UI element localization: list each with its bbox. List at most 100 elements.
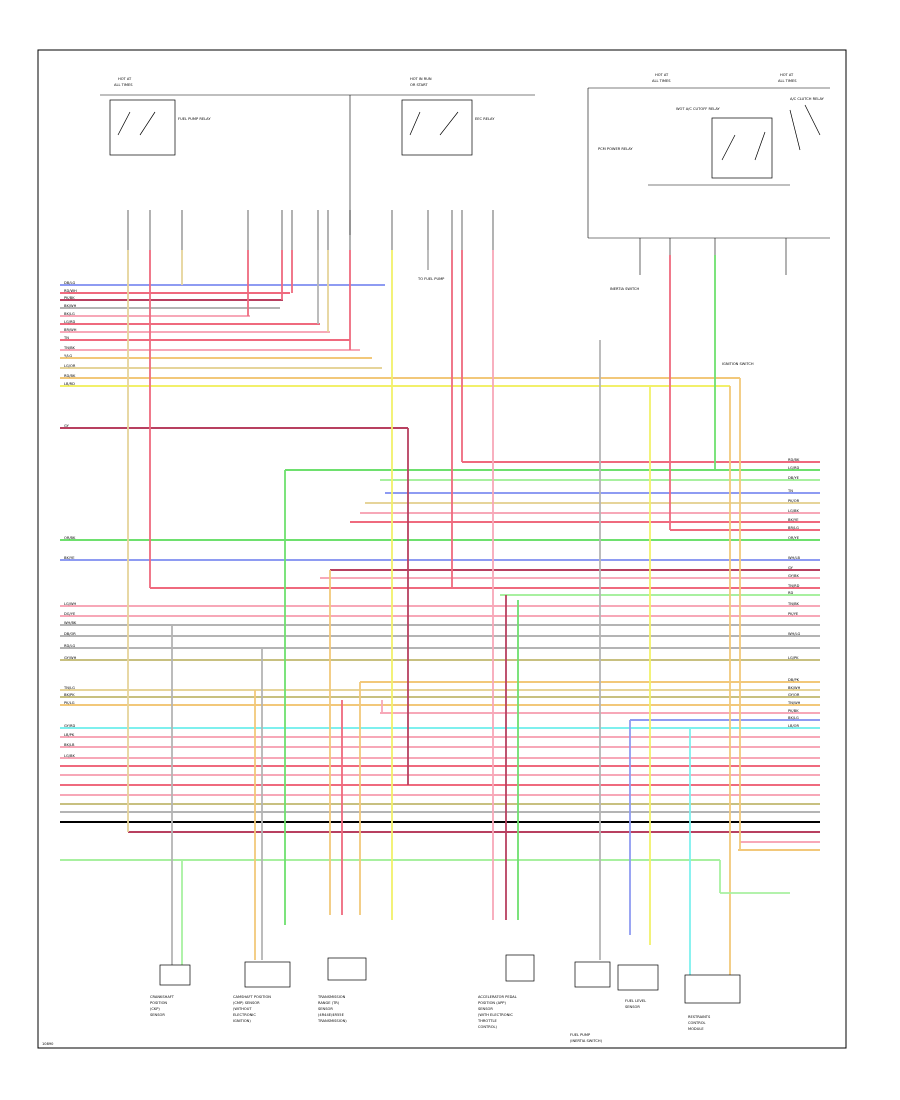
fuse-1-bottom: ALL TIMES	[114, 83, 133, 87]
right-wire-label: GY/OR	[788, 693, 800, 697]
svg-text:(INERTIA SWITCH): (INERTIA SWITCH)	[570, 1039, 603, 1043]
svg-text:POSITION (APP): POSITION (APP)	[478, 1001, 506, 1005]
wires	[60, 250, 820, 975]
svg-text:ELECTRONIC: ELECTRONIC	[233, 1013, 256, 1017]
component-cmp-sensor: CAMSHAFT POSITION (CMP) SENSOR (WITHOUT …	[233, 961, 291, 1023]
svg-text:SENSOR: SENSOR	[150, 1013, 165, 1017]
right-wire-label: PK/BK	[788, 709, 799, 713]
svg-text:TRANSMISSION: TRANSMISSION	[317, 995, 346, 999]
left-wire-label: RD/LG	[64, 644, 75, 648]
upper-connector-row	[127, 210, 787, 275]
svg-text:(WITHOUT: (WITHOUT	[233, 1007, 252, 1011]
relay-ac-clutch: A/C CLUTCH RELAY	[789, 97, 825, 151]
relay-wot-ac: WOT A/C CUTOFF RELAY	[676, 107, 773, 179]
left-wire-label: PK/LG	[64, 701, 75, 705]
left-wire-label: BK/LG	[64, 312, 75, 316]
left-wire-label: DB/LG	[64, 281, 75, 285]
svg-text:PCM POWER RELAY: PCM POWER RELAY	[598, 147, 633, 151]
left-wire-label: DG/YE	[64, 612, 76, 616]
right-wire-label: TN	[787, 489, 793, 493]
left-wire-label: GY	[64, 424, 70, 428]
right-wire-label: LB/OR	[788, 724, 800, 728]
svg-text:CAMSHAFT POSITION: CAMSHAFT POSITION	[233, 995, 271, 999]
svg-text:SENSOR: SENSOR	[478, 1007, 493, 1011]
svg-text:EEC RELAY: EEC RELAY	[475, 117, 495, 121]
relay-eec: EEC RELAY	[401, 99, 495, 156]
wire-labels-left: DB/LGRD/WHPK/BKBK/WHBK/LGLG/RDBR/WHTNTN/…	[63, 281, 77, 758]
left-wire-label: BK/YE	[64, 556, 75, 560]
svg-text:POSITION: POSITION	[150, 1001, 167, 1005]
left-wire-label: TN/LG	[63, 686, 75, 690]
right-wire-label: BK/YE	[788, 518, 799, 522]
svg-text:(CMP) SENSOR: (CMP) SENSOR	[233, 1001, 260, 1005]
note-ignition: IGNITION SWITCH	[722, 362, 754, 366]
right-wire-label: PK/YE	[788, 612, 799, 616]
note-fuel-pump: TO FUEL PUMP	[417, 277, 445, 281]
wire-labels-right: RD/BK LG/RD DB/YE TN PK/OR LG/BK BK/YE BR/LG OR/…	[787, 458, 801, 728]
right-wire-label: WH/LB	[788, 556, 800, 560]
svg-text:SENSOR: SENSOR	[318, 1007, 333, 1011]
left-wire-label: GY/RD	[64, 724, 76, 728]
svg-text:CRANKSHAFT: CRANKSHAFT	[150, 995, 175, 999]
component-fuel-level-sensor: FUEL LEVEL SENSOR	[617, 964, 659, 1009]
fuse-1-top: HOT AT	[118, 77, 132, 81]
fuse-2-bottom: OR START	[410, 83, 428, 87]
left-wire-label: TN	[63, 336, 69, 340]
component-ckp-sensor: CRANKSHAFT POSITION (CKP) SENSOR	[150, 964, 191, 1017]
right-wire-label: PK/OR	[788, 499, 800, 503]
svg-text:FUEL PUMP RELAY: FUEL PUMP RELAY	[178, 117, 211, 121]
svg-text:(CKP): (CKP)	[150, 1007, 160, 1011]
svg-text:WOT A/C CUTOFF RELAY: WOT A/C CUTOFF RELAY	[676, 107, 721, 111]
svg-text:RESTRAINTS: RESTRAINTS	[688, 1015, 711, 1019]
right-wire-label: GY	[788, 566, 794, 570]
svg-text:FUEL PUMP: FUEL PUMP	[570, 1033, 591, 1037]
svg-text:THROTTLE: THROTTLE	[477, 1019, 498, 1023]
right-wire-label: LG/RD	[788, 466, 799, 470]
left-wire-label: LG/BK	[64, 754, 75, 758]
figure-code: 10890	[42, 1042, 54, 1046]
diagram-frame	[37, 49, 847, 1049]
svg-text:CONTROL: CONTROL	[688, 1021, 706, 1025]
right-wire-label: BK/LG	[788, 716, 799, 720]
left-wire-label: PK/BK	[64, 296, 75, 300]
svg-text:(WITH ELECTRONIC: (WITH ELECTRONIC	[478, 1013, 513, 1017]
svg-text:CONTROL): CONTROL)	[478, 1025, 498, 1029]
left-wire-label: RD/BK	[64, 374, 76, 378]
right-wire-label: BR/LG	[788, 526, 799, 530]
right-wire-label: BK/WH	[788, 686, 801, 690]
right-wire-label: LG/BK	[788, 509, 799, 513]
left-wire-label: RD/WH	[64, 289, 77, 293]
svg-text:MODULE: MODULE	[688, 1027, 704, 1031]
left-wire-label: Y/LG	[64, 354, 72, 358]
svg-text:FUEL LEVEL: FUEL LEVEL	[625, 999, 646, 1003]
component-fuel-pump: FUEL PUMP (INERTIA SWITCH)	[570, 961, 611, 1043]
relay-pcm-power: PCM POWER RELAY	[598, 147, 633, 151]
svg-text:IGNITION): IGNITION)	[233, 1019, 251, 1023]
component-restraints-module: RESTRAINTS CONTROL MODULE	[684, 974, 741, 1031]
right-wire-label: DB/PK	[788, 678, 800, 682]
fuse-4-top: HOT AT	[780, 73, 794, 77]
right-wire-label: OR/YE	[788, 536, 800, 540]
svg-text:TRANSMISSION): TRANSMISSION)	[317, 1019, 347, 1023]
right-wire-label: RD	[788, 591, 793, 595]
left-wire-label: OR/BK	[64, 536, 76, 540]
left-wire-label: BK/PK	[64, 693, 75, 697]
left-wire-label: TN/BK	[63, 346, 76, 350]
svg-text:ACCELERATOR PEDAL: ACCELERATOR PEDAL	[478, 995, 517, 999]
right-wire-label: TN/BK	[787, 602, 800, 606]
left-wire-label: LG/WH	[64, 602, 77, 606]
left-wire-label: WH/BK	[64, 621, 77, 625]
left-wire-label: LG/RD	[64, 320, 75, 324]
right-wire-label: LG/PK	[788, 656, 799, 660]
right-wire-label: WH/LG	[788, 632, 800, 636]
right-wire-label: TN/RD	[787, 584, 800, 588]
fuse-4-bottom: ALL TIMES	[778, 79, 797, 83]
fuse-2-top: HOT IN RUN	[410, 77, 432, 81]
left-wire-label: LB/PK	[64, 733, 75, 737]
left-wire-label: GY/WH	[64, 656, 77, 660]
right-wire-label: RD/BK	[788, 458, 800, 462]
left-wire-label: BK/LB	[64, 743, 75, 747]
right-wire-label: DB/YE	[788, 476, 800, 480]
svg-text:A/C CLUTCH RELAY: A/C CLUTCH RELAY	[790, 97, 825, 101]
relay-fuel-pump: FUEL PUMP RELAY	[109, 99, 211, 156]
